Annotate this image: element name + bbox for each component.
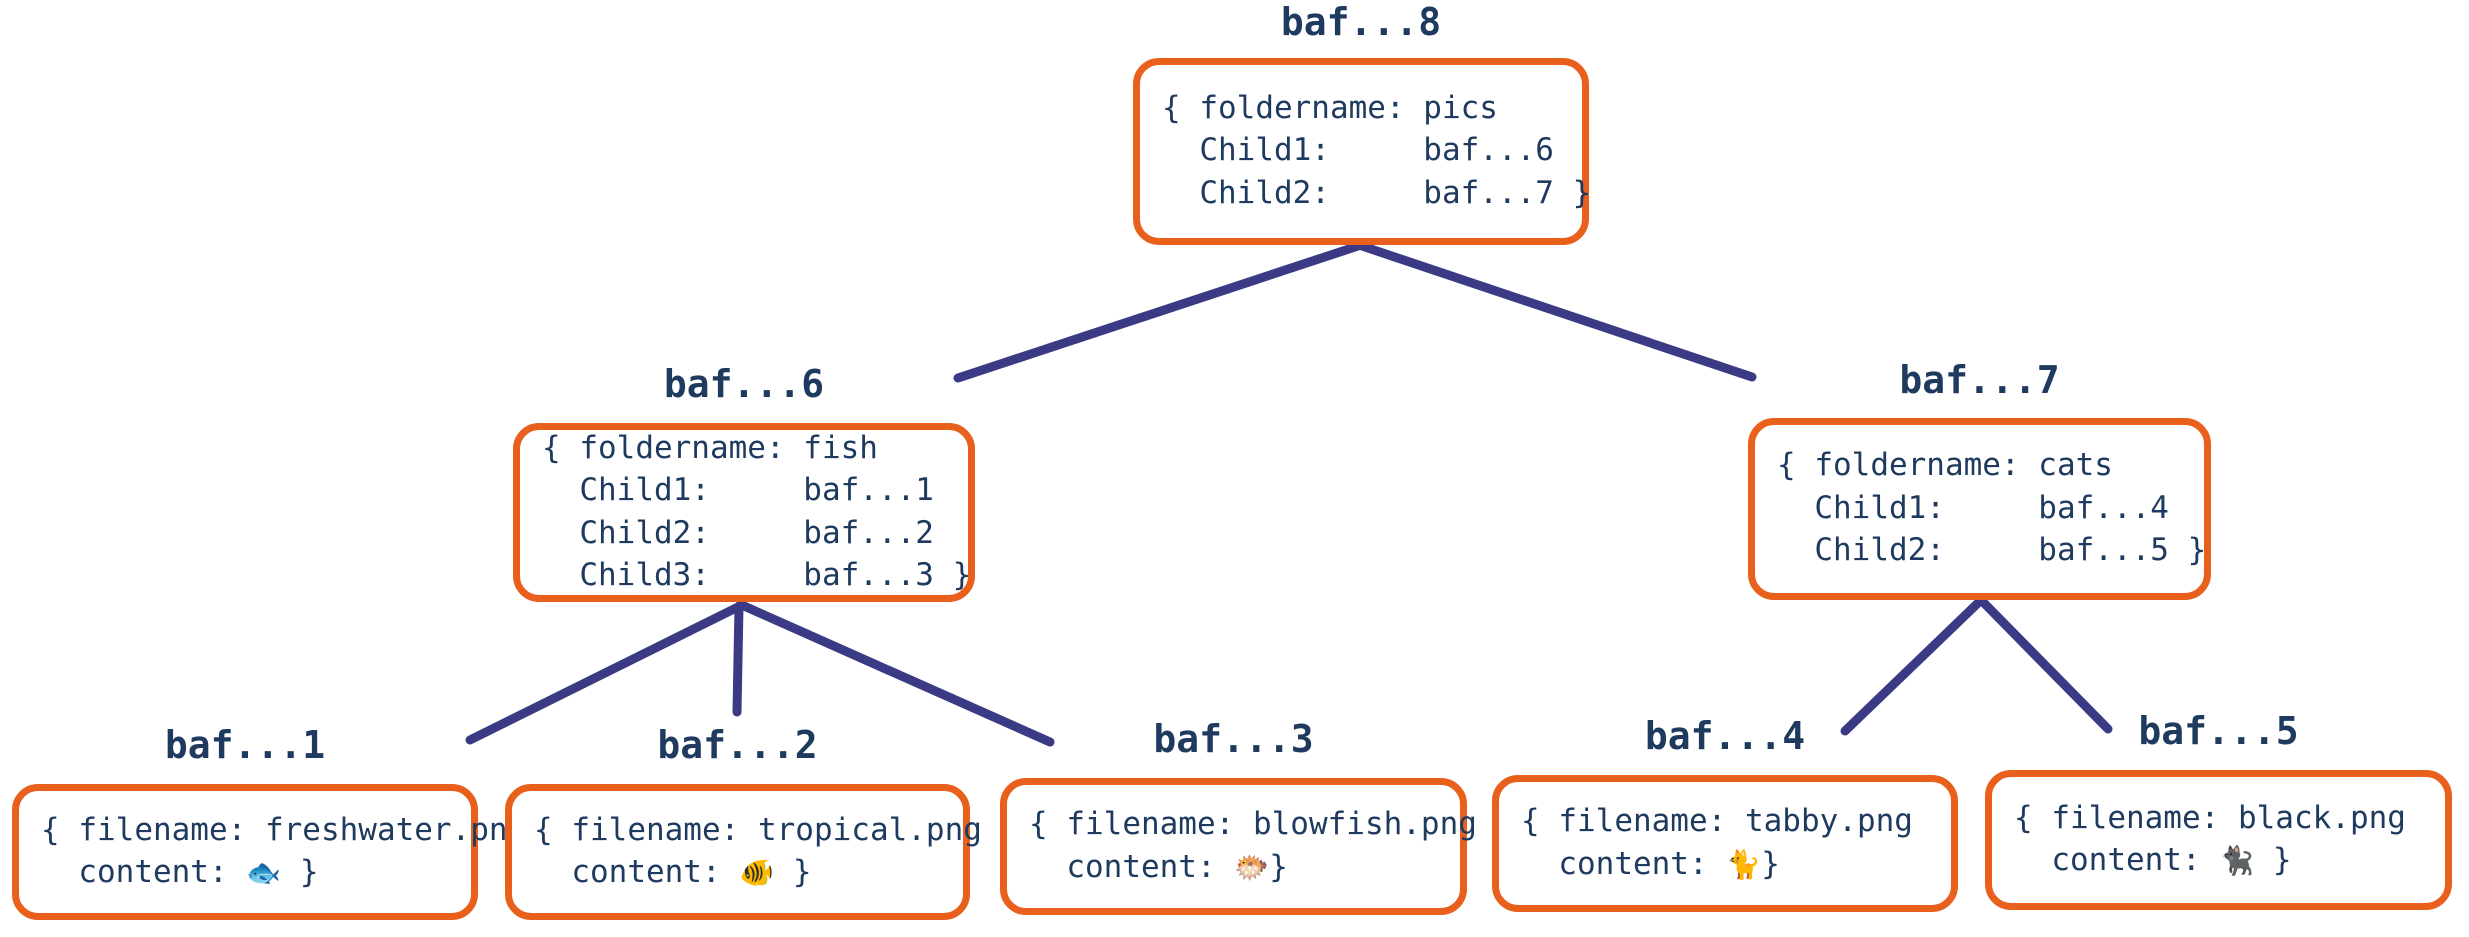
leaf4-content-prefix: content:	[1521, 845, 1727, 882]
leaf1-filename-line: { filename: freshwater.png	[41, 811, 527, 848]
node-root-body: { foldername: pics Child1: baf...6 Child…	[1140, 87, 1591, 214]
leaf1-content-prefix: content:	[41, 854, 247, 890]
node-leaf2-body: { filename: tropical.png content: 🐠 }	[512, 809, 982, 894]
leaf2-content-prefix: content:	[534, 854, 740, 890]
node-leaf5-label: baf...5	[2138, 709, 2299, 753]
node-fish-box[interactable]: { foldername: fish Child1: baf...1 Child…	[513, 423, 975, 602]
node-root-box[interactable]: { foldername: pics Child1: baf...6 Child…	[1133, 58, 1591, 245]
node-leaf1-box[interactable]: { filename: freshwater.png content: 🐟 }	[12, 784, 526, 920]
leaf4-content-suffix: }	[1761, 845, 1780, 882]
leaf1-content-suffix: }	[281, 854, 319, 890]
node-leaf4-box[interactable]: { filename: tabby.png content: 🐈}	[1492, 775, 1958, 912]
fish-line-3: Child2: baf...2	[542, 514, 934, 551]
node-root-label: baf...8	[1280, 0, 1442, 44]
fish-line-2: Child1: baf...1	[542, 472, 934, 509]
cats-line-2: Child1: baf...4	[1777, 489, 2169, 526]
cat-emoji: 🐈	[1726, 847, 1762, 881]
leaf3-filename-line: { filename: blowfish.png	[1029, 806, 1477, 843]
edge-root-to-cats	[1357, 241, 1757, 382]
edge-fish-to-leaf2	[732, 601, 744, 717]
leaf5-content-prefix: content:	[2014, 842, 2220, 878]
fish-line-1: { foldername: fish	[542, 429, 878, 466]
node-leaf3-body: { filename: blowfish.png content: 🐡}	[1007, 803, 1477, 888]
node-cats-body: { foldername: cats Child1: baf...4 Child…	[1755, 444, 2206, 571]
node-leaf4-label: baf...4	[1644, 714, 1806, 758]
leaf2-content-suffix: }	[774, 854, 812, 890]
root-line-2: Child1: baf...6	[1162, 132, 1554, 169]
edge-root-to-fish	[953, 241, 1363, 383]
leaf3-content-prefix: content:	[1029, 848, 1235, 885]
cats-line-1: { foldername: cats	[1777, 447, 2113, 484]
node-leaf1-body: { filename: freshwater.png content: 🐟 }	[19, 809, 526, 894]
blowfish-emoji: 🐡	[1234, 850, 1270, 884]
node-cats-label: baf...7	[1899, 358, 2060, 402]
root-line-3: Child2: baf...7 }	[1162, 174, 1592, 211]
edge-fish-to-leaf1	[465, 601, 745, 745]
leaf4-filename-line: { filename: tabby.png	[1521, 803, 1913, 840]
node-fish-body: { foldername: fish Child1: baf...1 Child…	[520, 427, 971, 597]
node-leaf2-box[interactable]: { filename: tropical.png content: 🐠 }	[505, 784, 982, 920]
node-leaf1-label: baf...1	[164, 723, 326, 767]
cats-line-3: Child2: baf...5 }	[1777, 532, 2207, 569]
fish-emoji: 🐟	[246, 856, 282, 889]
edge-cats-to-leaf4	[1840, 598, 1983, 736]
leaf3-content-suffix: }	[1269, 848, 1288, 885]
node-leaf2-label: baf...2	[657, 723, 818, 767]
tropical-fish-emoji: 🐠	[739, 856, 775, 889]
node-leaf5-body: { filename: black.png content: 🐈‍⬛ }	[1992, 797, 2406, 882]
node-fish-label: baf...6	[663, 362, 825, 406]
node-leaf3-label: baf...3	[1153, 717, 1314, 761]
node-leaf5-box[interactable]: { filename: black.png content: 🐈‍⬛ }	[1985, 770, 2452, 910]
node-leaf3-box[interactable]: { filename: blowfish.png content: 🐡}	[1000, 778, 1477, 915]
node-leaf4-body: { filename: tabby.png content: 🐈}	[1499, 800, 1913, 885]
black-cat-emoji: 🐈‍⬛	[2219, 844, 2255, 877]
node-cats-box[interactable]: { foldername: cats Child1: baf...4 Child…	[1748, 418, 2211, 600]
fish-line-4: Child3: baf...3 }	[542, 556, 972, 593]
leaf5-content-suffix: }	[2254, 842, 2292, 878]
leaf5-filename-line: { filename: black.png	[2014, 799, 2406, 836]
root-line-1: { foldername: pics	[1162, 89, 1498, 126]
leaf2-filename-line: { filename: tropical.png	[534, 811, 982, 848]
